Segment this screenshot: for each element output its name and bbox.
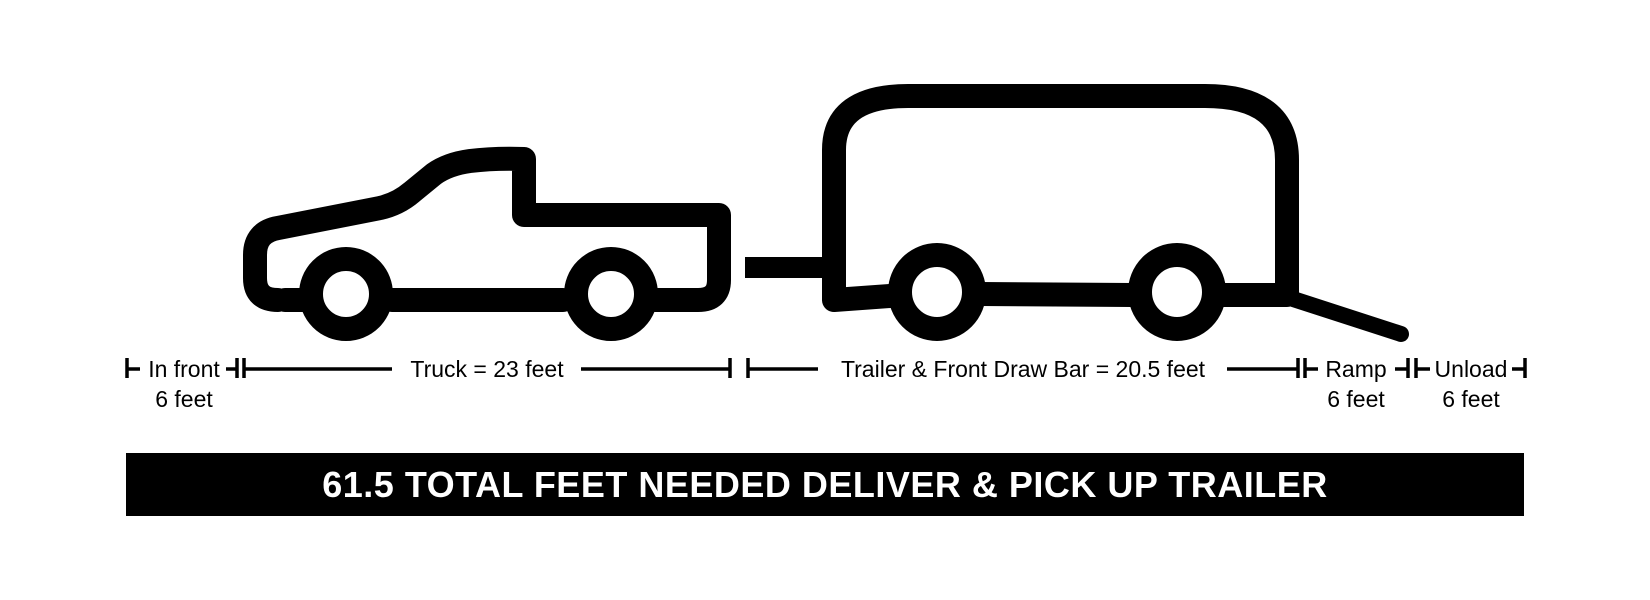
truck-rear-wheel [564,247,658,341]
truck-front-wheel [299,247,393,341]
unload-label: Unload [1435,356,1508,382]
in-front-label: In front [148,356,220,382]
in-front-value: 6 feet [155,386,213,412]
trailer-front-wheel [888,243,986,341]
dimension-in-front [125,358,239,378]
total-length-text: 61.5 TOTAL FEET NEEDED DELIVER & PICK UP… [322,463,1328,505]
trailer-rear-wheel [1128,243,1226,341]
hitch-bar [745,257,825,278]
trailer-length-label: Trailer & Front Draw Bar = 20.5 feet [841,356,1206,382]
trailer-ramp [1282,290,1409,342]
dimension-trailer [746,358,1300,378]
truck-length-label: Truck = 23 feet [410,356,564,382]
dimension-unload [1414,358,1527,378]
dimension-truck [242,358,732,378]
pickup-truck-icon [243,146,731,341]
dimension-ramp [1303,358,1410,378]
trailer-icon [822,84,1409,342]
trailer-body-outline [822,84,1299,312]
total-length-banner: 61.5 TOTAL FEET NEEDED DELIVER & PICK UP… [126,453,1524,516]
ramp-label: Ramp [1325,356,1386,382]
ramp-value: 6 feet [1327,386,1385,412]
unload-value: 6 feet [1442,386,1500,412]
